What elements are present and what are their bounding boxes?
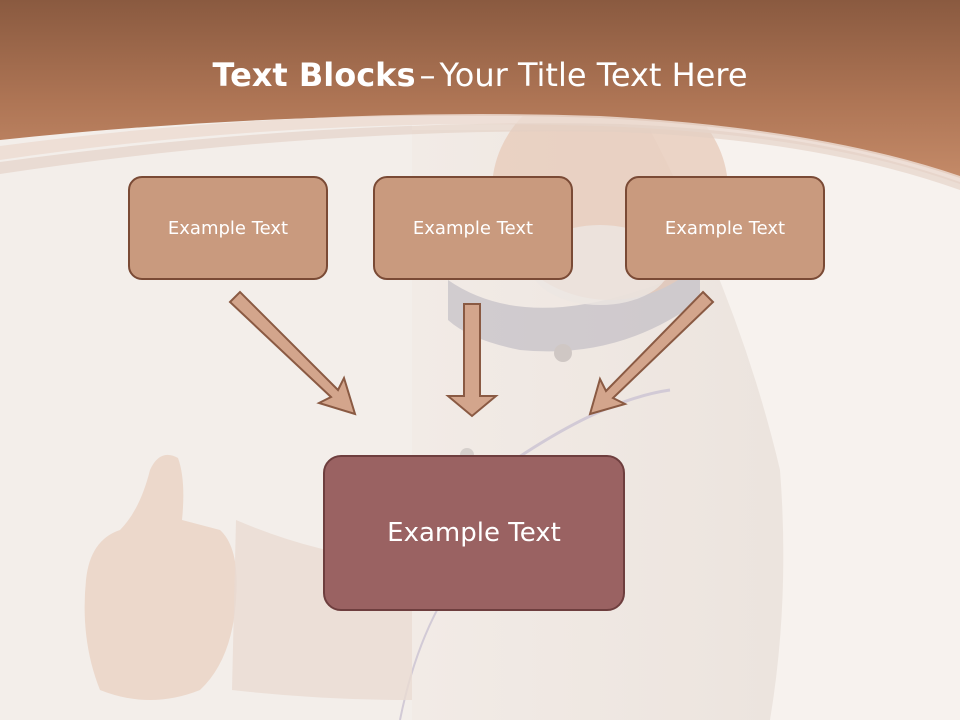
title-dash: – — [419, 56, 436, 94]
header-band — [0, 0, 960, 178]
text-block-label: Example Text — [664, 217, 786, 239]
text-block-1[interactable]: Example Text — [128, 176, 328, 280]
page-title: Text Blocks–Your Title Text Here — [0, 52, 960, 98]
title-bold: Text Blocks — [212, 56, 416, 94]
center-text-block-label: Example Text — [387, 518, 561, 548]
text-block-2[interactable]: Example Text — [373, 176, 573, 280]
text-block-label: Example Text — [412, 217, 534, 239]
text-block-3[interactable]: Example Text — [625, 176, 825, 280]
thumbs-up-hand-shape — [84, 454, 237, 700]
center-text-block[interactable]: Example Text — [323, 455, 625, 611]
text-block-label: Example Text — [167, 217, 289, 239]
title-rest: Your Title Text Here — [439, 56, 748, 94]
